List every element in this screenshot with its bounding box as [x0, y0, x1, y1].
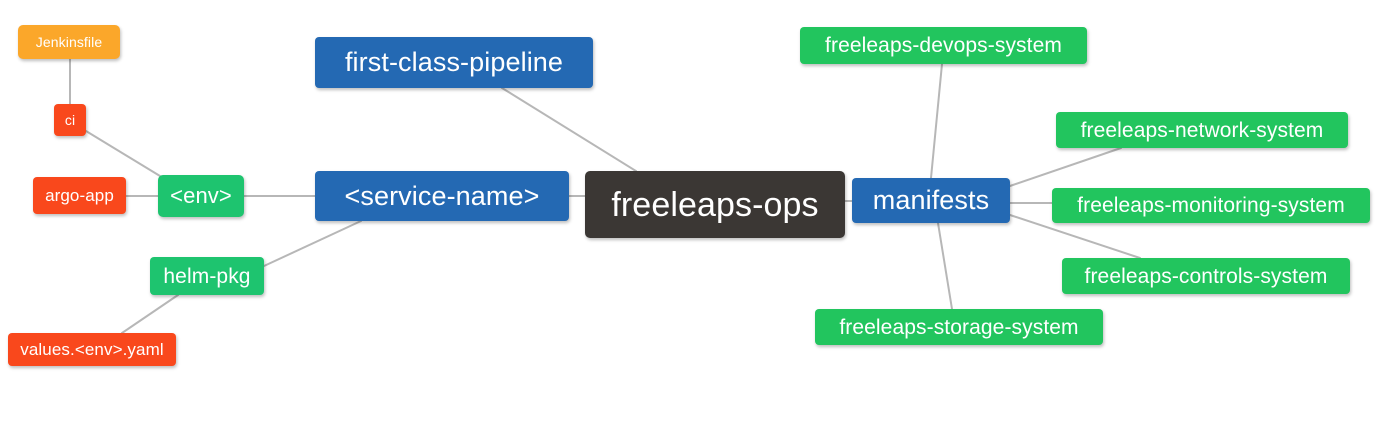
node-label: Jenkinsfile [35, 34, 103, 50]
edge-helm-pkg-values [121, 294, 179, 334]
node-label: manifests [872, 185, 990, 215]
edge-manifests-network [1009, 147, 1122, 187]
edge-manifests-devops [930, 63, 943, 179]
node-label: freeleaps-devops-system [825, 34, 1062, 57]
node-label: freeleaps-ops [611, 185, 819, 224]
node-jenkinsfile[interactable]: Jenkinsfile [18, 25, 120, 59]
node-label: freeleaps-monitoring-system [1077, 194, 1345, 217]
node-label: freeleaps-storage-system [839, 315, 1079, 339]
node-ci[interactable]: ci [54, 104, 86, 136]
node-label: freeleaps-controls-system [1084, 264, 1328, 288]
node-label: freeleaps-network-system [1080, 118, 1324, 142]
edge-service-name-helm-pkg [263, 220, 362, 267]
node-argo-app[interactable]: argo-app [33, 177, 126, 214]
node-label: helm-pkg [163, 264, 251, 288]
node-manifests[interactable]: manifests [852, 178, 1010, 223]
node-freeleaps-ops[interactable]: freeleaps-ops [585, 171, 845, 238]
node-freeleaps-storage-system[interactable]: freeleaps-storage-system [815, 309, 1103, 345]
node-service-name[interactable]: <service-name> [315, 171, 569, 221]
edge-ci-env [85, 130, 161, 177]
node-freeleaps-network-system[interactable]: freeleaps-network-system [1056, 112, 1348, 148]
edge-manifests-storage [937, 222, 953, 310]
node-first-class-pipeline[interactable]: first-class-pipeline [315, 37, 593, 88]
node-env[interactable]: <env> [158, 175, 244, 217]
edge-first-class-pipeline-ops [501, 87, 637, 172]
node-label: first-class-pipeline [344, 47, 564, 77]
node-label: ci [64, 112, 76, 128]
node-label: <env> [170, 183, 232, 208]
node-values-env-yaml[interactable]: values.<env>.yaml [8, 333, 176, 366]
node-freeleaps-monitoring-system[interactable]: freeleaps-monitoring-system [1052, 188, 1370, 223]
node-label: values.<env>.yaml [20, 340, 164, 359]
node-helm-pkg[interactable]: helm-pkg [150, 257, 264, 295]
node-freeleaps-devops-system[interactable]: freeleaps-devops-system [800, 27, 1087, 64]
node-label: <service-name> [344, 180, 540, 211]
node-label: argo-app [45, 186, 114, 205]
node-freeleaps-controls-system[interactable]: freeleaps-controls-system [1062, 258, 1350, 294]
